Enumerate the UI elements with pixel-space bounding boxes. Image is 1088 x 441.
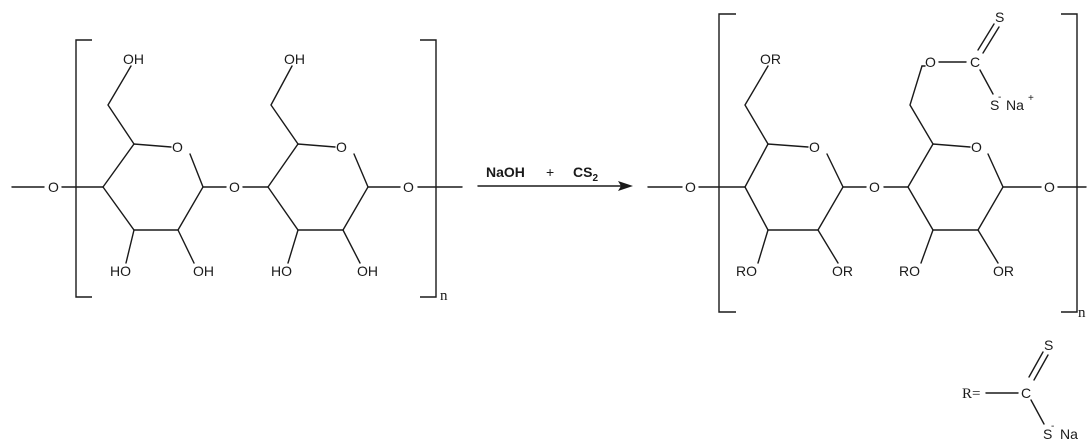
xanthate-c: C xyxy=(970,54,980,70)
xanthate-na: Na xyxy=(1006,97,1024,113)
ring4-or-right: OR xyxy=(993,263,1014,279)
xanthate-s-double: S xyxy=(995,9,1004,25)
legend-na: Na xyxy=(1060,426,1078,441)
ring2-ho-left: HO xyxy=(271,263,292,279)
reagent-cs2: CS2 xyxy=(573,164,598,184)
reactant-repeat-n: n xyxy=(440,288,448,304)
reagent-naoh: NaOH xyxy=(486,164,525,180)
ring3-ch2or: OR xyxy=(760,51,781,67)
ring2-oxygen: O xyxy=(336,139,347,155)
r-group-legend: R= C S S - Na xyxy=(962,337,1078,441)
product-right-o: O xyxy=(1044,179,1055,195)
ring1-ho-left: HO xyxy=(110,263,131,279)
ring4-oxygen: O xyxy=(971,139,982,155)
cellulose-repeat-unit: n O O OH HO OH O O OH HO OH O xyxy=(11,39,463,304)
ring3-oxygen: O xyxy=(809,139,820,155)
product-repeat-n: n xyxy=(1078,305,1086,321)
cellulose-xanthate-repeat-unit: n O O OR RO OR O O RO OR O C xyxy=(647,9,1087,321)
ring2-oh-right: OH xyxy=(357,263,378,279)
ring4-ro-left: RO xyxy=(899,263,920,279)
arrow-head-icon xyxy=(618,181,633,191)
reactant-left-o: O xyxy=(48,179,59,195)
ring3-or-right: OR xyxy=(832,263,853,279)
ring2-ch2oh: OH xyxy=(284,51,305,67)
ring1-oxygen: O xyxy=(172,139,183,155)
reagent-plus: + xyxy=(546,164,554,180)
product-left-bracket xyxy=(718,13,736,313)
reactant-glycosidic-o: O xyxy=(229,179,240,195)
legend-s-single: S xyxy=(1043,426,1052,441)
ring1-oh-right: OH xyxy=(193,263,214,279)
product-left-o: O xyxy=(685,179,696,195)
ring1-ch2oh: OH xyxy=(123,51,144,67)
xanthate-o: O xyxy=(925,54,936,70)
reactant-left-bracket xyxy=(75,39,92,298)
legend-r-label: R= xyxy=(962,386,980,402)
xanthate-plus: + xyxy=(1028,93,1034,104)
xanthate-minus: - xyxy=(998,92,1001,103)
product-right-bracket xyxy=(1061,13,1078,313)
reactant-right-bracket xyxy=(420,39,437,298)
xanthate-group: O C S S - Na + xyxy=(925,9,1034,113)
xanthate-s-single: S xyxy=(990,97,999,113)
product-glycosidic-o: O xyxy=(869,179,880,195)
legend-c: C xyxy=(1021,385,1031,401)
ring3-ro-left: RO xyxy=(736,263,757,279)
legend-minus: - xyxy=(1051,421,1054,432)
reactant-right-o: O xyxy=(403,179,414,195)
legend-s-double: S xyxy=(1044,337,1053,353)
reaction-arrow-group: NaOH + CS2 xyxy=(477,164,633,191)
